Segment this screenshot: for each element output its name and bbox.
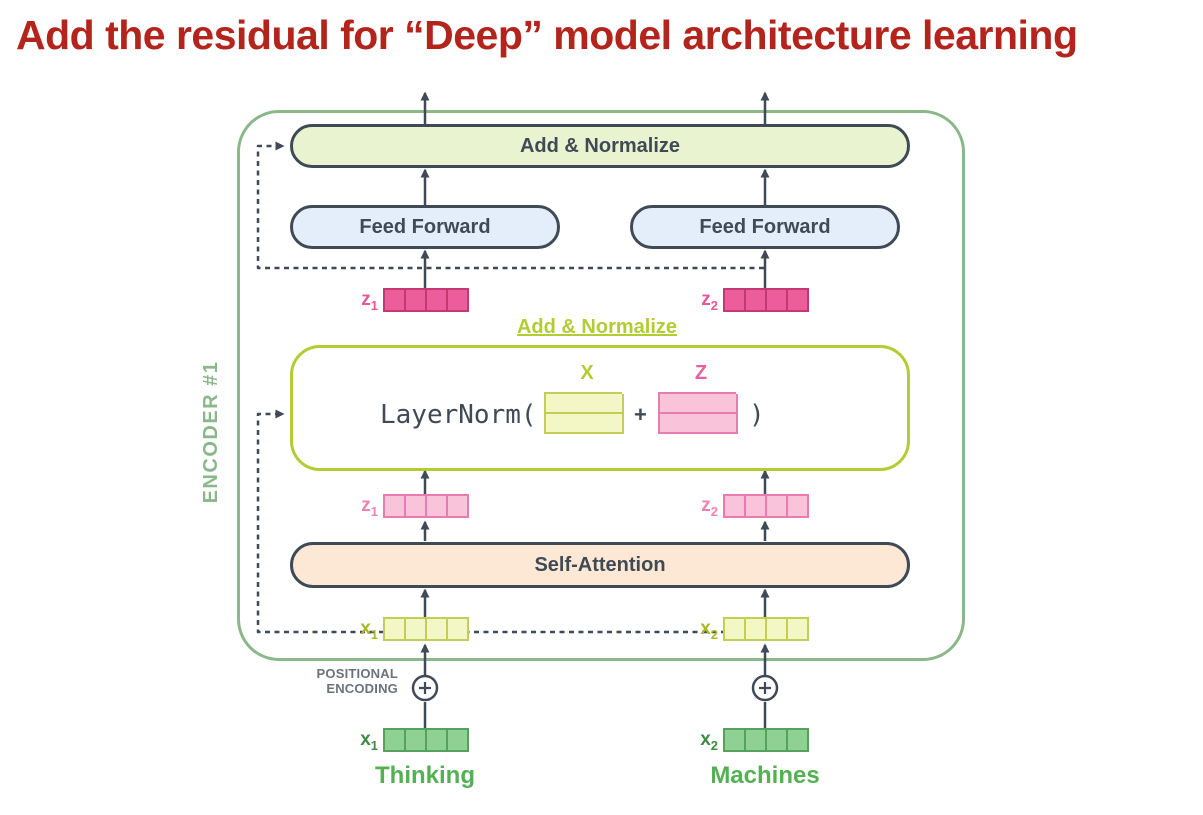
vector-cell <box>788 730 809 752</box>
vector-cell <box>406 730 427 752</box>
z2-top-vector <box>723 288 809 312</box>
z-matrix-label: Z <box>694 362 708 384</box>
vector-cell <box>584 414 605 434</box>
closing-paren: ) <box>749 400 765 430</box>
vector-cell <box>767 619 788 641</box>
word-machines: Machines <box>710 762 820 789</box>
residual-path-upper <box>256 141 764 270</box>
vector-cell <box>725 290 746 312</box>
vector-cell <box>427 496 448 518</box>
z2-mid-vector <box>723 494 809 518</box>
vector-cell <box>746 290 767 312</box>
vector-cell <box>546 414 567 434</box>
vector-cell <box>603 414 624 434</box>
vector-cell <box>746 619 767 641</box>
vector-cell <box>448 619 469 641</box>
x-matrix <box>544 392 624 434</box>
residual-dashed-paths <box>256 141 764 634</box>
vector-cell <box>725 496 746 518</box>
vector-cell <box>788 496 809 518</box>
plus-glyph <box>759 682 771 694</box>
vector-cell <box>565 394 586 414</box>
vector-cell <box>767 730 788 752</box>
vector-cell <box>717 414 738 434</box>
vector-cell <box>679 394 700 414</box>
x-matrix-label: X <box>580 362 594 384</box>
positional-encoding-line1: POSITIONAL <box>316 666 398 681</box>
self-attention-bar: Self-Attention <box>290 542 910 588</box>
embedding-lines <box>423 702 767 729</box>
x1-mid-vector <box>383 617 469 641</box>
vector-cell <box>385 496 406 518</box>
vector-cell <box>427 730 448 752</box>
vector-cell <box>603 394 624 414</box>
vector-cell <box>746 730 767 752</box>
vector-cell <box>448 290 469 312</box>
vector-cell <box>767 290 788 312</box>
vector-cell <box>725 730 746 752</box>
vector-cell <box>725 619 746 641</box>
vector-cell <box>746 496 767 518</box>
x1-mid-label: x1 <box>360 618 378 642</box>
vector-cell <box>406 619 427 641</box>
x2-mid-label: x2 <box>700 618 718 642</box>
x2-bottom-vector <box>723 728 809 752</box>
vector-cell <box>385 290 406 312</box>
x1-bottom-vector <box>383 728 469 752</box>
vector-cell <box>406 496 427 518</box>
vector-cell <box>448 730 469 752</box>
z1-mid-vector <box>383 494 469 518</box>
vector-cell <box>546 394 567 414</box>
vector-cell <box>584 394 605 414</box>
vector-cell <box>660 414 681 434</box>
vector-cell <box>427 290 448 312</box>
z2-top-label: z2 <box>701 289 718 313</box>
vector-cell <box>427 619 448 641</box>
z1-top-label: z1 <box>361 289 378 313</box>
vector-cell <box>698 394 719 414</box>
positional-plus-icons <box>411 674 779 702</box>
layernorm-text: LayerNorm( <box>380 400 537 430</box>
word-thinking: Thinking <box>375 762 475 789</box>
feed-forward-left-box: Feed Forward <box>290 205 560 249</box>
plus-glyph <box>419 682 431 694</box>
add-normalize-mid-label: Add & Normalize <box>516 316 678 338</box>
x2-mid-vector <box>723 617 809 641</box>
solid-arrows <box>420 91 770 676</box>
vector-cell <box>788 619 809 641</box>
z2-mid-label: z2 <box>701 495 718 519</box>
z1-top-vector <box>383 288 469 312</box>
plus-sign: + <box>634 402 647 427</box>
vector-cell <box>385 619 406 641</box>
vector-cell <box>717 394 738 414</box>
vector-cell <box>698 414 719 434</box>
feed-forward-right-box: Feed Forward <box>630 205 900 249</box>
residual-path-lower <box>256 409 764 634</box>
vector-cell <box>565 414 586 434</box>
z1-mid-label: z1 <box>361 495 378 519</box>
vector-cell <box>448 496 469 518</box>
positional-encoding-line2: ENCODING <box>326 681 398 696</box>
vector-cell <box>660 394 681 414</box>
positional-encoding-label: POSITIONAL ENCODING <box>282 666 398 696</box>
vector-cell <box>767 496 788 518</box>
vector-cell <box>406 290 427 312</box>
x1-bottom-label: x1 <box>360 729 378 753</box>
vector-cell <box>385 730 406 752</box>
add-normalize-top-bar: Add & Normalize <box>290 124 910 168</box>
z-matrix <box>658 392 738 434</box>
x2-bottom-label: x2 <box>700 729 718 753</box>
page-title: Add the residual for “Deep” model archit… <box>16 12 1078 58</box>
vector-cell <box>788 290 809 312</box>
vector-cell <box>679 414 700 434</box>
